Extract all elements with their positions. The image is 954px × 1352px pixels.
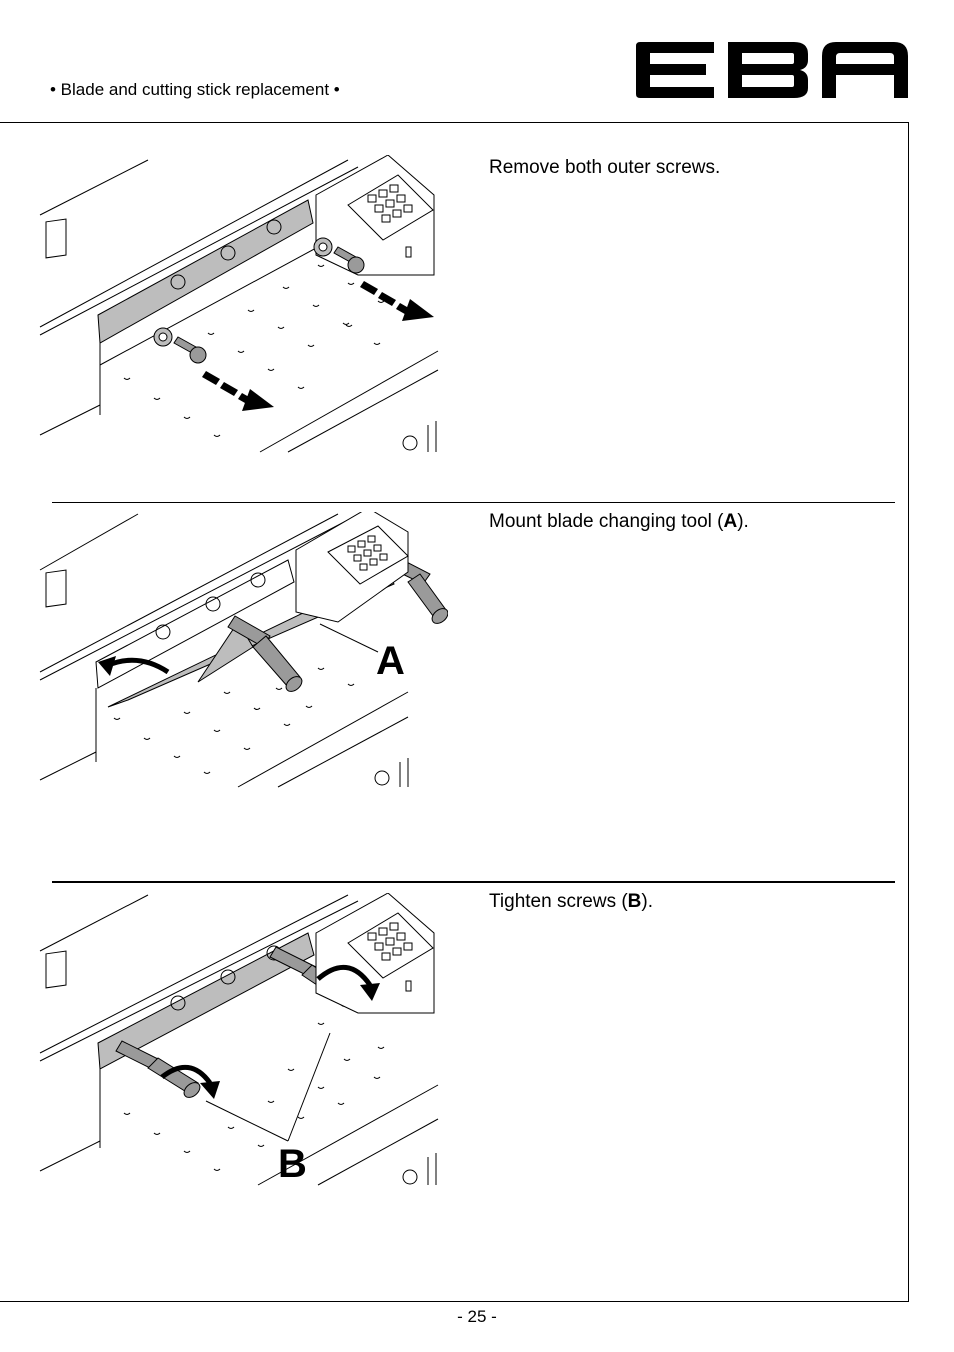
step-1-text: Remove both outer screws.: [489, 157, 721, 178]
label-b: B: [278, 1142, 307, 1186]
step-3-text: Tighten screws (B).: [489, 891, 654, 912]
illustration-tighten-screws: B: [39, 893, 439, 1186]
section-title: • Blade and cutting stick replacement •: [50, 80, 340, 99]
illustration-remove-screws: [39, 155, 439, 453]
page-number: - 25 -: [457, 1307, 497, 1326]
step-divider: [52, 502, 895, 503]
step-divider: [52, 881, 895, 883]
illustration-mount-tool: A: [39, 512, 448, 788]
frame-top-border: [0, 122, 909, 123]
frame-right-border: [908, 122, 909, 1302]
eba-logo: [636, 42, 908, 98]
frame-bottom-border: [0, 1301, 909, 1302]
label-a: A: [376, 639, 405, 683]
step-2-text: Mount blade changing tool (A).: [489, 511, 749, 532]
